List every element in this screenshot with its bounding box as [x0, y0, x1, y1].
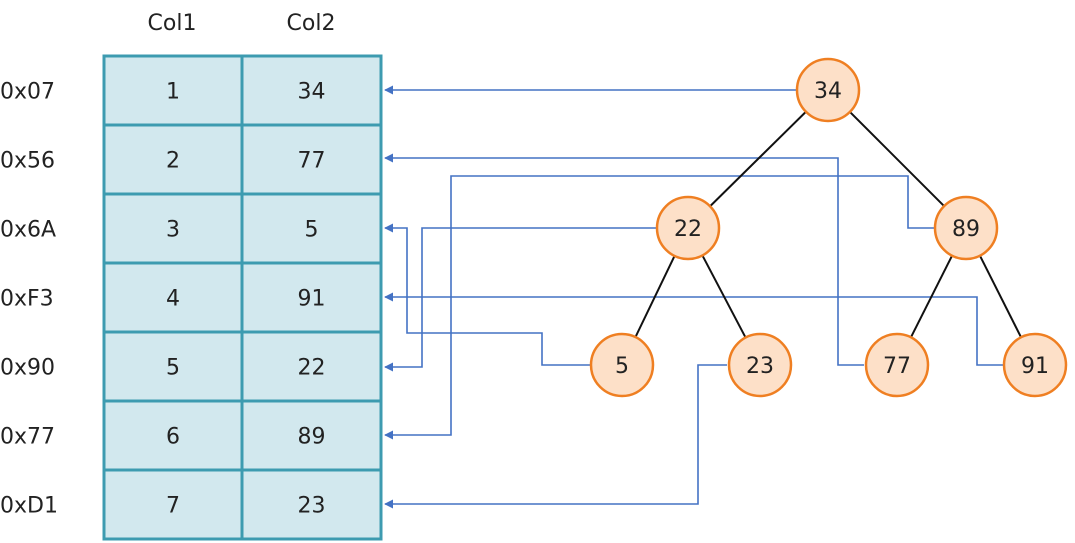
tree-node-89: 89 [933, 195, 999, 261]
cell-value-col2: 23 [298, 494, 326, 519]
table-row: 0xD1 7 23 [0, 468, 383, 541]
table-cell-col1 [102, 468, 244, 541]
tree-node-22: 22 [655, 195, 721, 261]
pointer-arrow [384, 153, 864, 366]
tree-node-label: 23 [746, 354, 774, 379]
tree-edge [910, 255, 953, 338]
tree-node-34: 34 [795, 57, 861, 123]
tree-node-label: 77 [883, 354, 911, 379]
tree-node-91: 91 [1002, 332, 1068, 398]
tree-node-label: 34 [814, 79, 842, 104]
table-cell-col2 [240, 399, 383, 472]
data-table: 0x07 1 34 0x56 2 77 0x6A 3 5 0xF3 4 91 0x90 5 22 0x77 6 8… [0, 54, 383, 541]
row-address: 0x07 [0, 80, 55, 105]
cell-value-col2: 22 [298, 356, 326, 381]
cell-value-col1: 3 [166, 218, 180, 243]
column-header-col1: Col1 [148, 11, 197, 36]
tree-nodes: 34 22 89 5 23 77 91 [589, 57, 1068, 398]
tree-edge [849, 111, 945, 207]
pointer-arrow [384, 175, 934, 440]
row-address: 0x56 [0, 149, 55, 174]
table-row: 0x6A 3 5 [0, 192, 383, 265]
tree-node-label: 5 [615, 354, 629, 379]
tree-node-circle [795, 57, 861, 123]
table-row: 0x90 5 22 [0, 330, 383, 403]
pointer-arrow [384, 364, 727, 509]
tree-edge [634, 255, 676, 338]
pointer-arrow [384, 223, 590, 366]
pointer-arrow [384, 227, 657, 372]
tree-node-circle [727, 332, 793, 398]
tree-node-label: 89 [952, 217, 980, 242]
tree-node-label: 22 [674, 217, 702, 242]
table-cell-col2 [240, 468, 383, 541]
table-cell-col2 [240, 192, 383, 265]
tree-node-77: 77 [864, 332, 930, 398]
row-address: 0x90 [0, 356, 55, 381]
tree-node-circle [655, 195, 721, 261]
pointer-arrow [384, 292, 1003, 366]
row-address: 0xD1 [0, 494, 58, 519]
cell-value-col2: 34 [298, 80, 326, 105]
cell-value-col2: 5 [305, 218, 319, 243]
tree-edge [701, 254, 747, 339]
tree-node-5: 5 [589, 332, 655, 398]
table-cell-col2 [240, 54, 383, 127]
tree-edges [634, 111, 1022, 339]
row-address: 0x6A [0, 218, 56, 243]
column-header-col2: Col2 [287, 11, 336, 36]
cell-value-col1: 2 [166, 149, 180, 174]
tree-edge [709, 111, 807, 207]
cell-value-col1: 4 [166, 287, 180, 312]
tree-node-23: 23 [727, 332, 793, 398]
cell-value-col2: 77 [298, 149, 326, 174]
row-address: 0xF3 [0, 287, 54, 312]
cell-value-col1: 5 [166, 356, 180, 381]
table-cell-col2 [240, 123, 383, 196]
table-cell-col2 [240, 261, 383, 334]
tree-node-circle [1002, 332, 1068, 398]
table-row: 0x07 1 34 [0, 54, 383, 127]
tree-node-label: 91 [1021, 354, 1049, 379]
pointer-lines [384, 85, 1003, 509]
table-cell-col2 [240, 330, 383, 403]
table-row: 0xF3 4 91 [0, 261, 383, 334]
tree-edge [979, 255, 1022, 338]
tree-node-circle [864, 332, 930, 398]
tree-node-circle [933, 195, 999, 261]
cell-value-col2: 89 [298, 425, 326, 450]
cell-value-col1: 6 [166, 425, 180, 450]
tree-node-circle [589, 332, 655, 398]
table-row: 0x56 2 77 [0, 123, 383, 196]
table-cell-col1 [102, 54, 244, 127]
row-address: 0x77 [0, 425, 55, 450]
table-row: 0x77 6 89 [0, 399, 383, 472]
cell-value-col1: 1 [166, 80, 180, 105]
cell-value-col2: 91 [298, 287, 326, 312]
cell-value-col1: 7 [166, 494, 180, 519]
